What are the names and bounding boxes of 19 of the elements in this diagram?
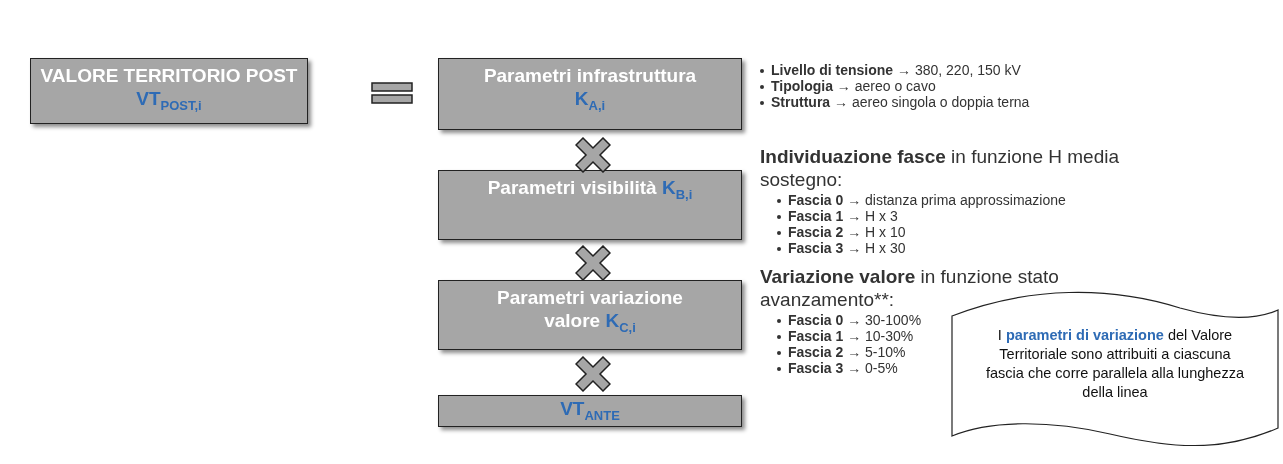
parameter-box: Parametri infrastruttura K$_{A,i}$ <box>438 58 742 130</box>
bullet-item: Fascia 1 → 10-30% <box>788 327 914 344</box>
heading-text: Individuazione fasce in funzione H media sostegno: <box>760 146 1121 192</box>
note-text: I parametri di variazione del Valore Territoriale sono attribuiti a ciascuna fascia che corre parallela alla lunghezza della linea <box>985 326 1245 402</box>
parameter-box: Parametri variazione valore K$_{C,i}$ <box>438 280 742 350</box>
bullet-item: Fascia 2 → H x 10 <box>788 223 906 240</box>
heading-text: Variazione valore in funzione stato avanzamento**: <box>760 266 1060 312</box>
bullet-item: Struttura → aereo singola o doppia terna <box>771 94 1030 111</box>
bullet-item: Fascia 3 → 0-5% <box>788 359 898 376</box>
bullet-item: Livello di tensione → 380, 220, 150 kV <box>771 62 1021 78</box>
bullet-item: Fascia 0 → distanza prima approssimazione <box>788 191 1066 208</box>
baseline-box: VT$_{ANTE}$ <box>438 395 742 427</box>
result-box: VALORE TERRITORIO POST VT$_{POST,i}$ <box>30 58 308 124</box>
bullet-item: Tipologia → aereo o cavo <box>771 78 936 95</box>
bullet-item: Fascia 2 → 5-10% <box>788 343 906 360</box>
bullet-item: Fascia 3 → H x 30 <box>788 239 906 256</box>
bullet-item: Fascia 1 → H x 3 <box>788 207 898 224</box>
parameter-box: Parametri visibilità K$_{B,i}$ <box>438 170 742 240</box>
bullet-item: Fascia 0 → 30-100% <box>788 311 922 328</box>
